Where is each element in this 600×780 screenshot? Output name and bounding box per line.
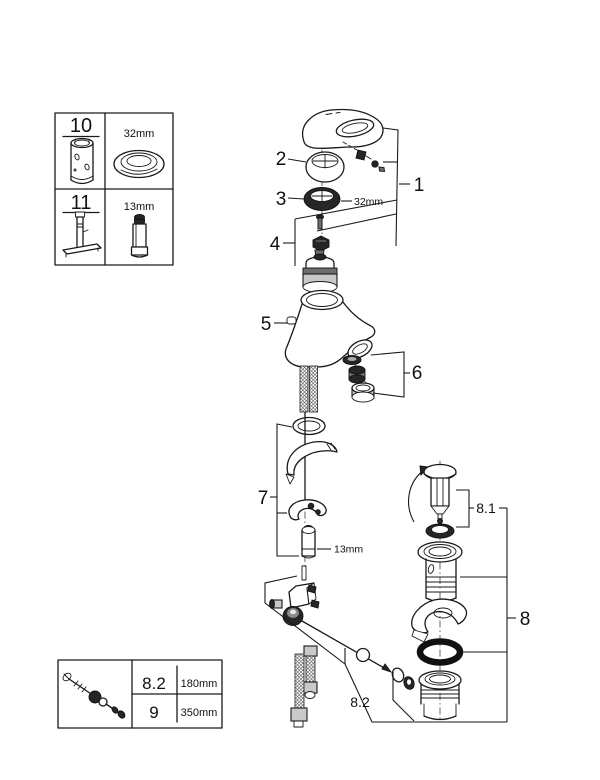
clamp-drawing — [285, 440, 338, 485]
tool-size-32mm: 32mm — [124, 128, 155, 140]
faucet-body-drawing — [284, 289, 376, 368]
o-ring-drawing — [292, 416, 326, 436]
callout-8-label: 8 — [520, 609, 531, 630]
flex-hoses-drawing — [290, 645, 318, 728]
tool-table: 10 32mm 11 — [54, 112, 174, 266]
popup-linkage-drawing — [269, 582, 320, 626]
drain-oring-drawing — [416, 638, 464, 666]
tool-size-13mm: 13mm — [124, 201, 155, 213]
tool-ref-10: 10 — [70, 115, 92, 137]
adapter-13mm-drawing — [301, 525, 316, 559]
callout-1-bracket — [382, 127, 410, 247]
callout-8-2-bracket — [264, 575, 415, 722]
popup-rod-icon — [62, 672, 126, 719]
aerator-drawing — [342, 355, 375, 403]
cartridge-sleeve-icon — [70, 137, 94, 185]
callout-7-label: 7 — [258, 488, 269, 509]
handle-screw-drawing — [342, 141, 386, 173]
callout-2-leader — [287, 158, 307, 163]
dim-32mm-label: 32mm — [354, 196, 383, 208]
callout-5-label: 5 — [261, 314, 272, 335]
callout-2-label: 2 — [276, 149, 287, 170]
callout-8-1-label: 8.1 — [476, 500, 496, 516]
dim-13mm-label: 13mm — [334, 544, 363, 556]
check-valve-icon — [130, 214, 149, 258]
seal-ring-icon — [113, 149, 165, 179]
spec-size-180mm: 180mm — [181, 678, 218, 690]
tool-ref-11: 11 — [71, 192, 92, 214]
callout-4-bracket — [283, 199, 398, 266]
callout-8-bracket — [344, 508, 516, 723]
drain-plug-drawing — [423, 463, 457, 524]
drain-flange-drawing — [417, 541, 463, 603]
escutcheon-ring-drawing — [303, 187, 341, 211]
drain-holder-drawing — [411, 598, 468, 643]
linkage-pin — [301, 565, 307, 581]
cap-ring-drawing — [305, 151, 345, 183]
spec-ref-8-2: 8.2 — [142, 674, 166, 693]
callout-7-bracket — [270, 423, 299, 557]
drain-body-drawing — [418, 670, 462, 721]
plug-seal-drawing — [425, 523, 455, 539]
nut-drawing — [312, 235, 330, 252]
spec-table: 8.2 180mm 9 350mm — [57, 659, 223, 729]
callout-1-label: 1 — [414, 175, 425, 196]
callout-8-1-bracket — [456, 489, 507, 528]
callout-4-label: 4 — [270, 234, 281, 255]
horseshoe-bracket-drawing — [288, 499, 327, 521]
spec-ref-9: 9 — [149, 703, 158, 722]
spec-size-350mm: 350mm — [181, 707, 218, 719]
callout-3-label: 3 — [276, 189, 287, 210]
lever-handle-drawing — [301, 108, 384, 149]
mounting-tool-icon — [62, 211, 102, 258]
screw-drawing — [316, 214, 324, 230]
popup-rod-drawing — [301, 620, 415, 690]
callout-8-2-label: 8.2 — [350, 694, 370, 710]
callout-6-bracket — [370, 351, 410, 398]
callout-3-leader — [287, 197, 305, 200]
supply-hoses-drawing — [299, 365, 318, 413]
cartridge-drawing — [302, 249, 338, 293]
callout-6-label: 6 — [412, 363, 423, 384]
